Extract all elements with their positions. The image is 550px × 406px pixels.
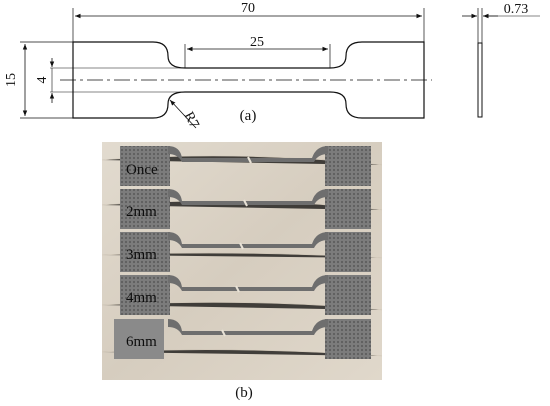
dim-radius: R7	[169, 99, 202, 131]
specimen-label-4mm: 4mm	[126, 290, 157, 306]
fracture-mark	[243, 199, 248, 207]
side-view: 0.73	[462, 2, 540, 118]
specimen-label-3mm: 3mm	[126, 247, 157, 263]
dim-width-label: 15	[4, 73, 19, 87]
specimen-grip-left	[120, 232, 170, 272]
fracture-mark	[221, 329, 226, 337]
specimen-neck	[168, 319, 328, 335]
specimen-drawing	[50, 41, 432, 119]
specimen-neck	[168, 146, 328, 162]
specimen-grip-right	[325, 232, 371, 272]
caption-b: (b)	[235, 385, 253, 401]
dogbone-outline	[72, 41, 425, 119]
dim-neck: 4	[35, 58, 55, 103]
tensile-specimen	[114, 319, 371, 359]
dim-radius-label: R7	[181, 110, 202, 131]
specimen-grip-right	[325, 189, 371, 229]
tensile-specimen	[120, 232, 371, 272]
specimen-photo	[101, 142, 383, 380]
dim-length-label: 70	[241, 1, 255, 16]
tensile-specimen	[120, 146, 371, 186]
specimen-grip-right	[325, 146, 371, 186]
fracture-mark	[235, 285, 240, 293]
dim-gauge: 25	[184, 35, 331, 68]
specimen-grip-left	[120, 275, 170, 315]
dim-thickness-label: 0.73	[504, 2, 529, 17]
dim-length: 70	[72, 1, 425, 42]
specimen-grip-left	[114, 319, 164, 359]
specimen-label-6mm: 6mm	[126, 334, 157, 350]
specimen-neck	[168, 189, 328, 205]
specimen-grip-right	[325, 275, 371, 315]
specimen-grip-right	[325, 319, 371, 359]
dim-neck-label: 4	[35, 77, 50, 84]
specimen-label-once: Once	[126, 162, 158, 178]
fracture-mark	[247, 156, 252, 164]
specimen-neck	[168, 232, 328, 248]
specimen-grip-left	[120, 146, 170, 186]
fracture-mark	[239, 242, 244, 250]
tensile-specimen	[120, 189, 371, 229]
specimen-neck	[168, 275, 328, 291]
dim-gauge-label: 25	[250, 35, 264, 50]
specimen-label-2mm: 2mm	[126, 204, 157, 220]
tensile-specimen	[120, 275, 371, 315]
caption-a: (a)	[240, 108, 257, 124]
specimen-grip-left	[120, 189, 170, 229]
dim-width: 15	[4, 41, 73, 119]
